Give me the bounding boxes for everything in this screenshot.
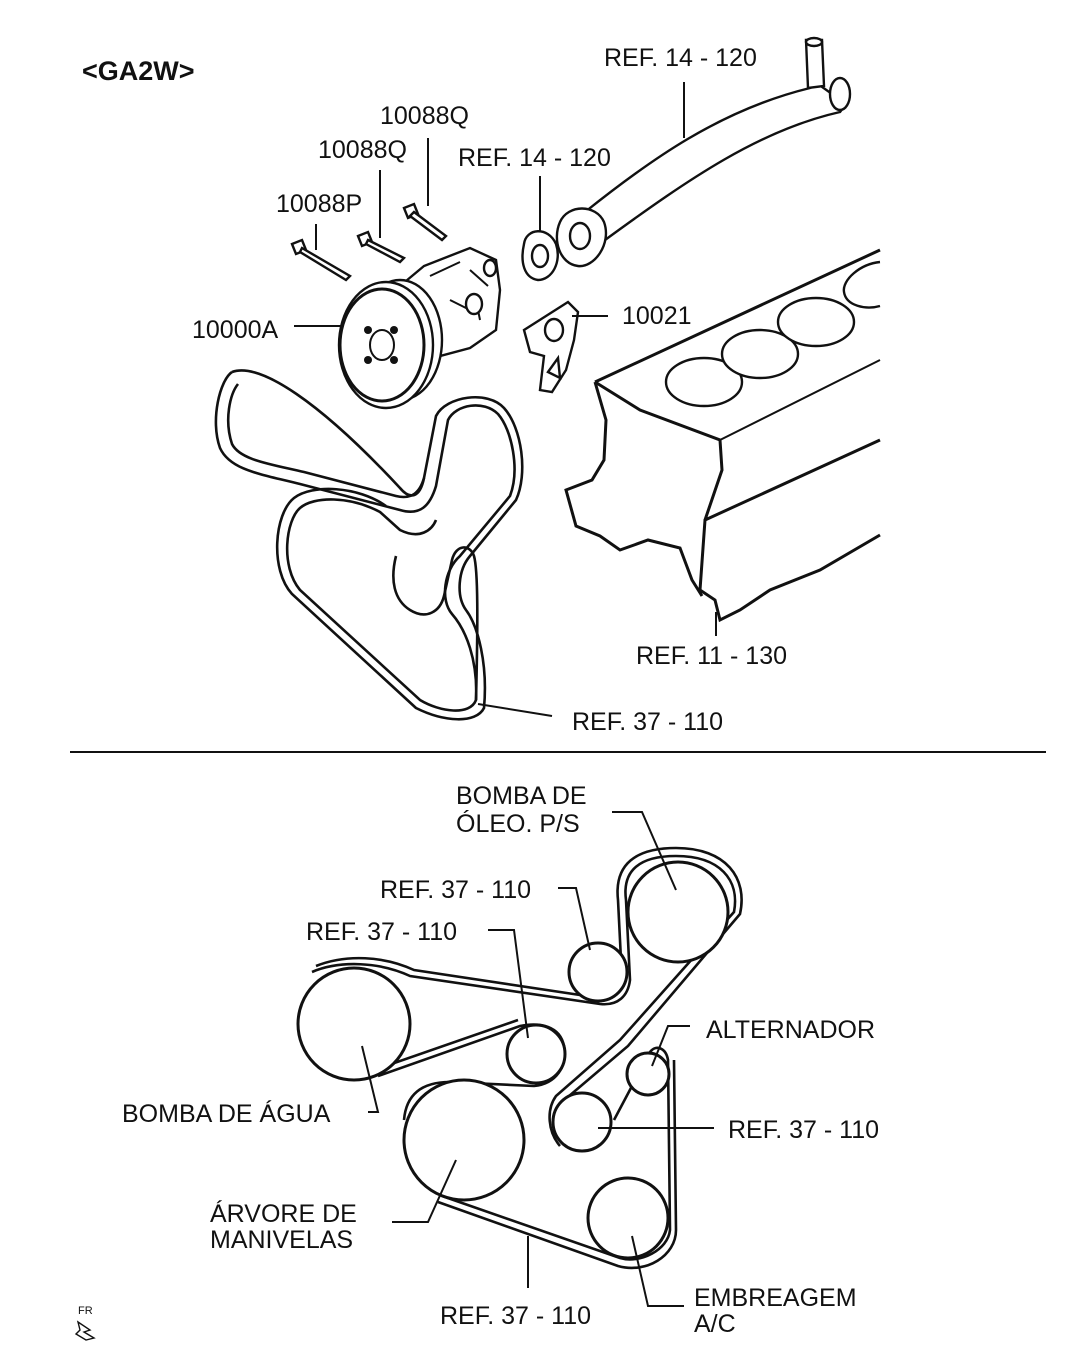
- pulley-idler-top: [567, 941, 629, 1003]
- label-tensioner: REF. 37 - 110: [728, 1116, 879, 1144]
- label-pump: 10000A: [192, 316, 279, 344]
- front-mark-label: FR: [78, 1305, 93, 1317]
- leader-idler-top: [558, 887, 591, 951]
- leader-idler-mid: [488, 929, 529, 1039]
- label-engine-block: REF. 11 - 130: [636, 642, 787, 670]
- label-crankshaft-line2: MANIVELAS: [210, 1226, 353, 1254]
- bolt-10088q-upper: [402, 202, 448, 242]
- leader-alternator: [651, 1025, 690, 1067]
- label-bolt-middle: 10088Q: [318, 136, 407, 164]
- pulley-crankshaft: [402, 1078, 526, 1202]
- front-arrow-icon: [74, 1320, 96, 1341]
- label-belt-top: REF. 37 - 110: [572, 708, 723, 736]
- label-pipe-gasket-ref: REF. 14 - 120: [458, 144, 611, 172]
- pulley-ps-pump: [626, 860, 730, 964]
- pulley-water-pump: [296, 966, 412, 1082]
- pulley-tensioner: [551, 1091, 613, 1153]
- pump-gasket: [522, 300, 580, 394]
- leader-belt: [477, 703, 553, 717]
- pulley-ac-clutch: [586, 1176, 670, 1260]
- drive-belt: [214, 369, 524, 721]
- belt-routing: [296, 846, 743, 1270]
- label-ac-clutch-line2: A/C: [694, 1310, 736, 1338]
- label-gasket: 10021: [622, 302, 692, 330]
- model-code-title: <GA2W>: [82, 56, 195, 86]
- label-ac-clutch-line1: EMBREAGEM: [694, 1284, 857, 1312]
- water-pump: [337, 246, 502, 410]
- bolt-10088p: [290, 238, 352, 282]
- leader-ps-pump: [612, 811, 677, 891]
- label-bolt-upper: 10088Q: [380, 102, 469, 130]
- label-crankshaft-line1: ÁRVORE DE: [210, 1199, 357, 1228]
- pulley-alternator: [625, 1051, 671, 1097]
- engine-block: [564, 248, 881, 623]
- label-pipe-ref: REF. 14 - 120: [604, 44, 757, 72]
- water-pipe: [555, 36, 852, 268]
- label-idler-top: REF. 37 - 110: [380, 876, 531, 904]
- label-belt-bottom: REF. 37 - 110: [440, 1302, 591, 1330]
- label-alternator: ALTERNADOR: [706, 1016, 875, 1044]
- label-idler-mid: REF. 37 - 110: [306, 918, 457, 946]
- leader-water-pump: [361, 1045, 380, 1113]
- label-ps-pump-line2: ÓLEO. P/S: [456, 809, 580, 838]
- label-water-pump: BOMBA DE ÁGUA: [122, 1099, 331, 1128]
- label-ps-pump-line1: BOMBA DE: [456, 782, 587, 810]
- leader-ac-clutch: [631, 1235, 684, 1307]
- pipe-gasket: [521, 230, 559, 282]
- label-bolt-lower: 10088P: [276, 190, 362, 218]
- pulley-idler-mid: [505, 1023, 567, 1085]
- leader-crankshaft: [392, 1159, 457, 1223]
- bolt-10088q-middle: [356, 230, 407, 264]
